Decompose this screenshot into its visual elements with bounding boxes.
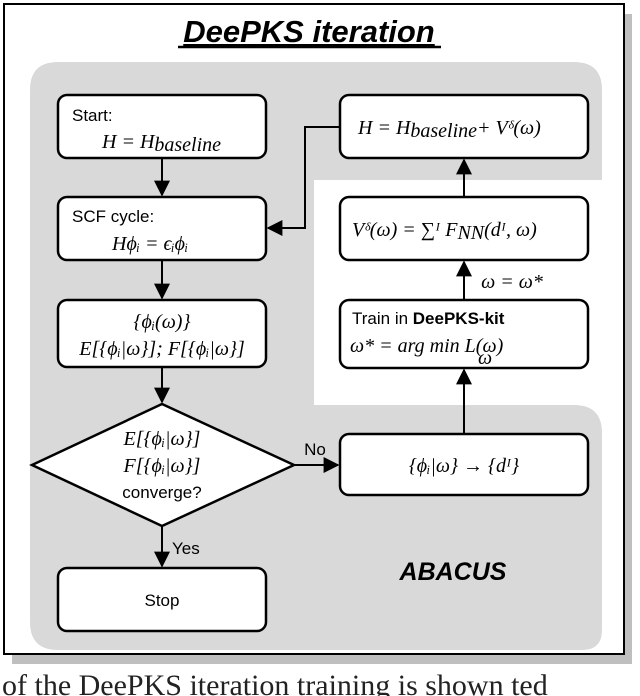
potential-equation: Vᵟ(ω) = ∑ᴵ FNN(dᴵ, ω) [352, 219, 537, 244]
stop-label: Stop [145, 591, 180, 610]
hamiltonian-equation: H = Hbaseline+ Vᵟ(ω) [357, 117, 541, 142]
diagram-title: DeePKS iteration [183, 14, 435, 49]
decision-line3: converge? [122, 483, 201, 502]
train-line1: Train in DeePKS-kit [352, 309, 505, 328]
descriptor-label: {ϕᵢ|ω} → {dᴵ} [409, 455, 519, 477]
abacus-label: ABACUS [399, 558, 507, 586]
decision-line2: F[{ϕᵢ|ω}] [123, 455, 201, 477]
caption-fragment: of the DeePKS iteration training is show… [2, 669, 548, 696]
train-argmin-sub: ω [478, 347, 492, 369]
start-label: Start: [72, 106, 113, 125]
train-line2: ω* = arg min L(ω) [350, 335, 504, 357]
start-equation: H = Hbaseline [101, 131, 221, 156]
decision-line1: E[{ϕᵢ|ω}] [123, 428, 201, 450]
orbitals-line1: {ϕᵢ(ω)} [134, 311, 191, 333]
arrow-hamiltonian-to-scf [266, 126, 340, 236]
stop-box [56, 566, 268, 633]
edge-label-omega-update: ω = ω* [481, 271, 543, 293]
edge-label-no: No [304, 440, 326, 459]
scf-equation: Hϕᵢ = ϵᵢϕᵢ [111, 233, 188, 255]
orbitals-line2: E[{ϕᵢ|ω}]; F[{ϕᵢ|ω}] [78, 338, 245, 360]
edge-label-yes: Yes [172, 539, 200, 558]
scf-label: SCF cycle: [72, 207, 154, 226]
